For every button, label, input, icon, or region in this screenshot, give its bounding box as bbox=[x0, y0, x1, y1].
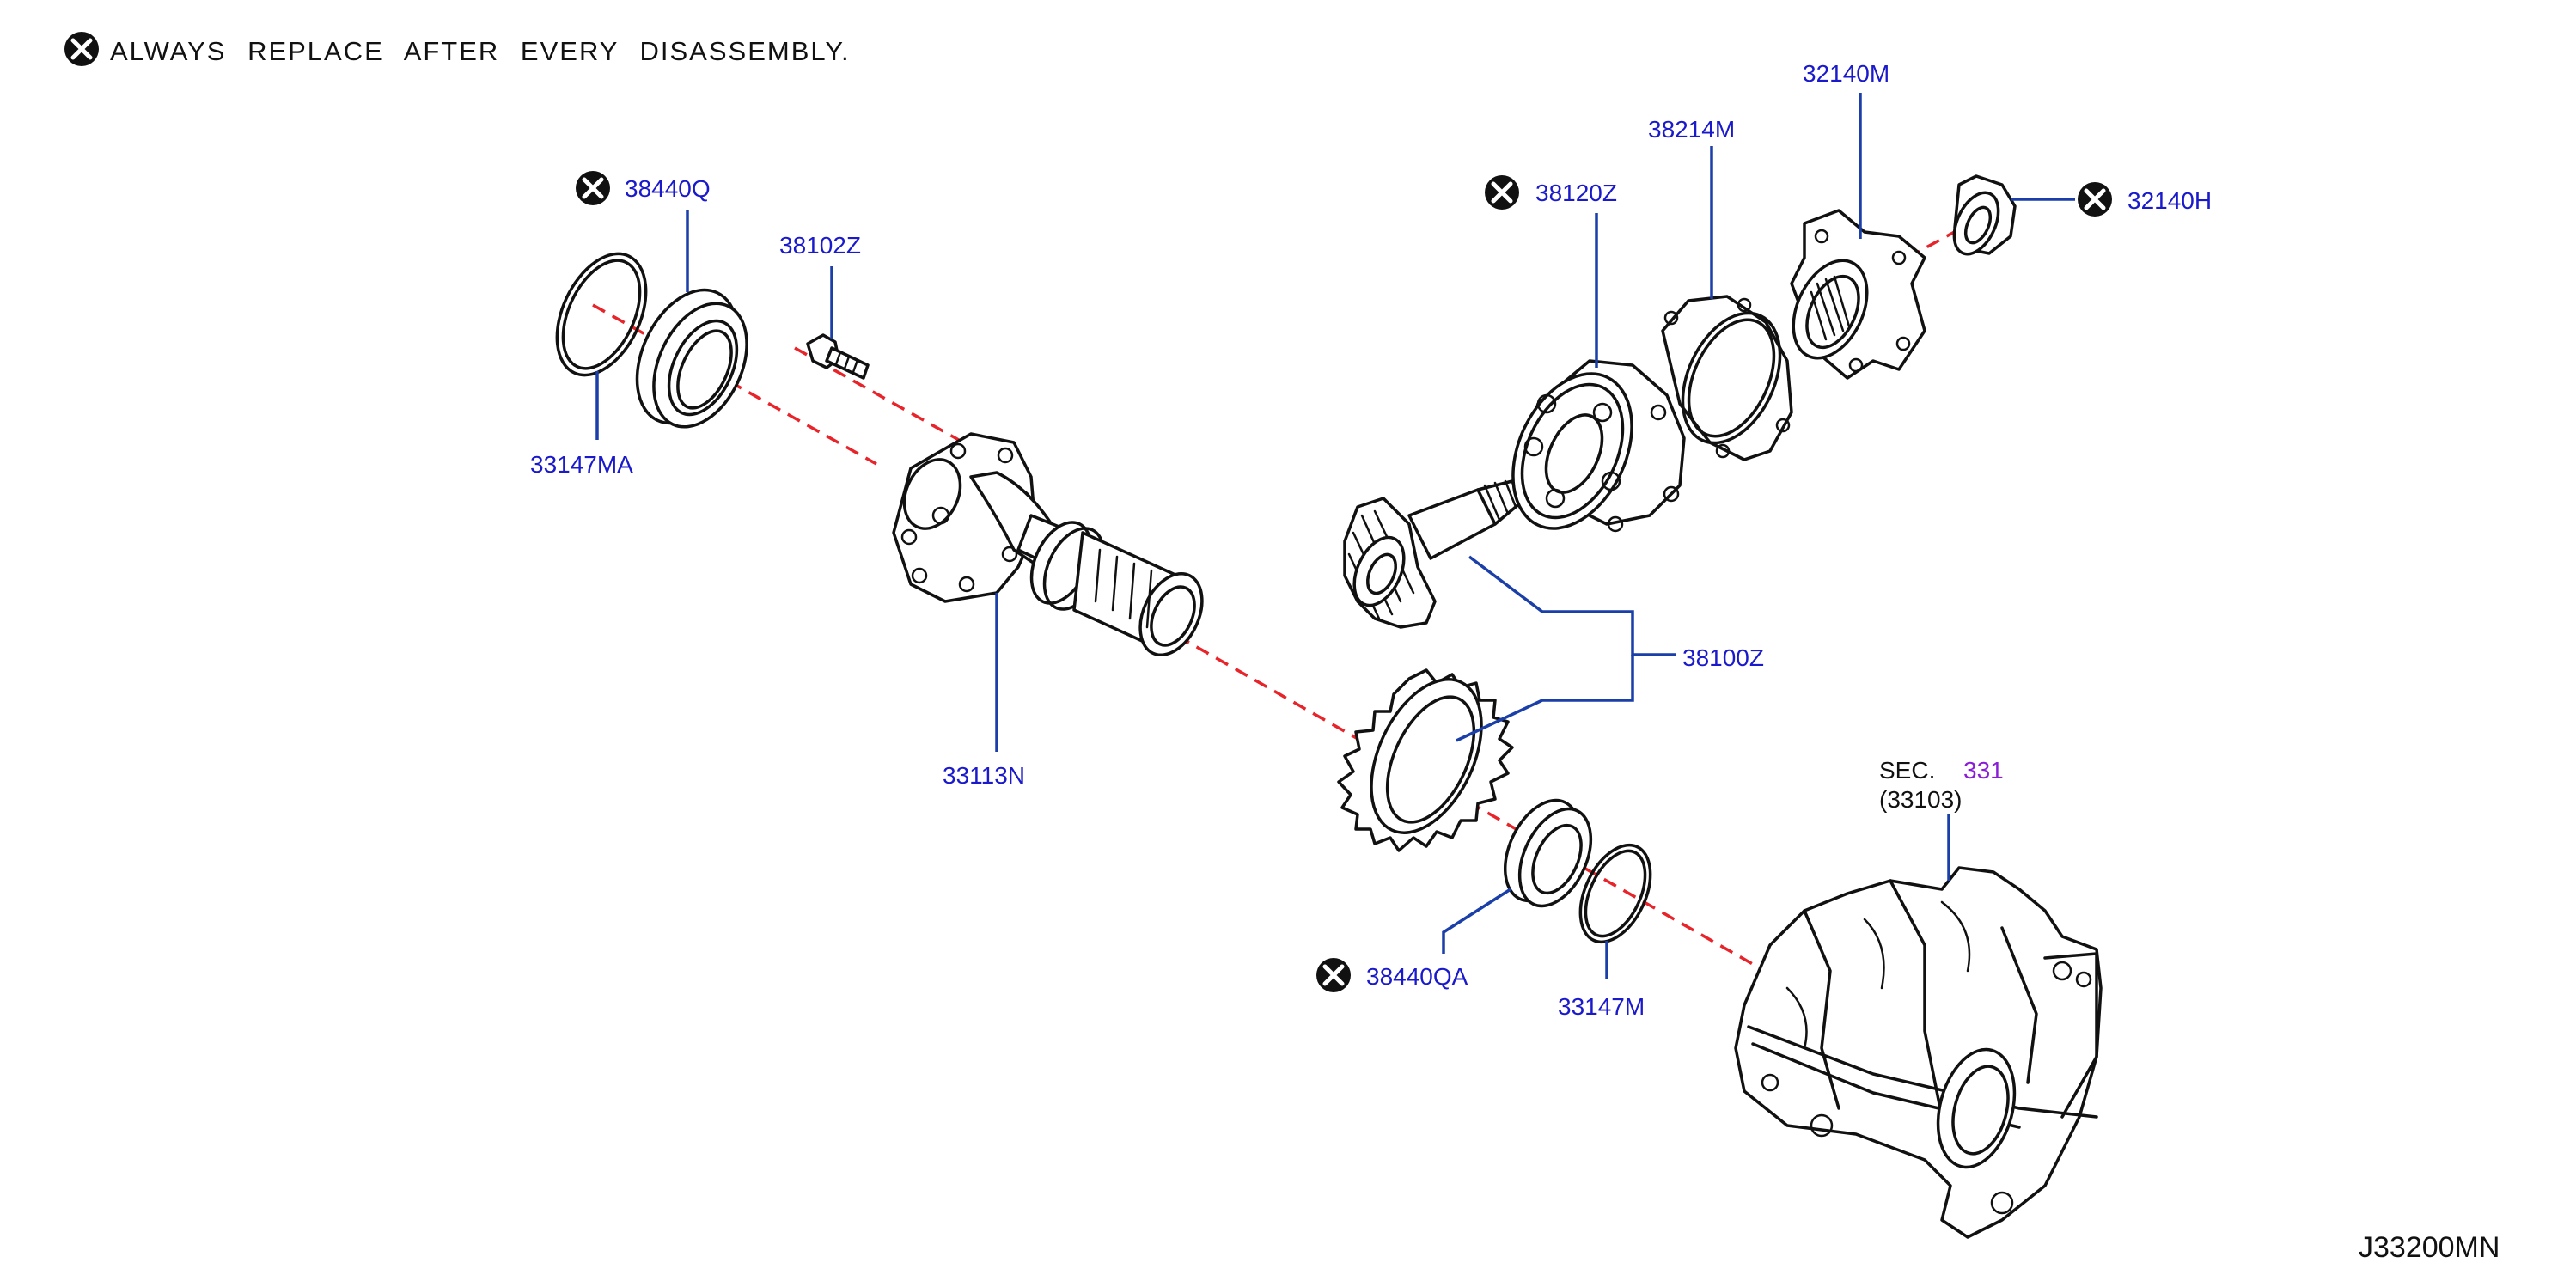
leader-lines bbox=[595, 93, 2075, 979]
sec-prefix: SEC. bbox=[1879, 757, 1935, 784]
nut-32140H bbox=[1952, 174, 2017, 256]
assembly-axes bbox=[592, 209, 1994, 968]
replace-x-icon bbox=[576, 171, 610, 205]
drive-ring-gear bbox=[1337, 668, 1514, 852]
label-38440QA: 38440QA bbox=[1366, 963, 1468, 990]
part-labels: 38440Q 38102Z 33147MA 33113N 38120Z 3821… bbox=[530, 60, 2212, 1020]
o-ring-33147M bbox=[1578, 843, 1652, 944]
companion-flange-32140M bbox=[1790, 209, 1926, 380]
label-32140H: 32140H bbox=[2127, 187, 2212, 214]
extension-shaft-33113N bbox=[892, 432, 1204, 657]
bearing-housing-38120Z bbox=[1511, 359, 1686, 533]
replace-note: ALWAYS REPLACE AFTER EVERY DISASSEMBLY. bbox=[64, 32, 851, 66]
oil-seal-38440Q bbox=[635, 288, 748, 429]
label-33113N: 33113N bbox=[943, 762, 1025, 789]
drawing-code: J33200MN bbox=[2359, 1231, 2500, 1264]
replace-x-icon bbox=[64, 32, 99, 66]
label-38100Z: 38100Z bbox=[1682, 644, 1764, 671]
gasket-38214M bbox=[1661, 295, 1793, 461]
o-ring-33147MA bbox=[555, 252, 648, 377]
replace-x-icon bbox=[2078, 182, 2112, 217]
sec-subassembly: (33103) bbox=[1879, 786, 1963, 813]
transfer-case-housing bbox=[1734, 866, 2103, 1239]
replace-x-icon bbox=[1485, 175, 1519, 210]
drive-pinion-gear bbox=[1343, 479, 1523, 629]
label-38102Z: 38102Z bbox=[779, 232, 861, 259]
replace-x-icon bbox=[1316, 958, 1351, 992]
label-38214M: 38214M bbox=[1648, 116, 1735, 143]
label-33147M: 33147M bbox=[1558, 993, 1645, 1020]
replace-note-text: ALWAYS REPLACE AFTER EVERY DISASSEMBLY. bbox=[110, 36, 851, 66]
label-33147MA: 33147MA bbox=[530, 451, 633, 478]
section-reference: SEC. 331 (33103) bbox=[1879, 757, 2004, 813]
label-38120Z: 38120Z bbox=[1535, 180, 1617, 206]
label-32140M: 32140M bbox=[1803, 60, 1889, 87]
axis-line-companion bbox=[1907, 209, 1994, 259]
label-38440Q: 38440Q bbox=[625, 175, 711, 202]
oil-seal-38440QA bbox=[1503, 798, 1593, 908]
bolt-38102Z bbox=[806, 333, 870, 380]
sec-number-link[interactable]: 331 bbox=[1963, 757, 2004, 784]
